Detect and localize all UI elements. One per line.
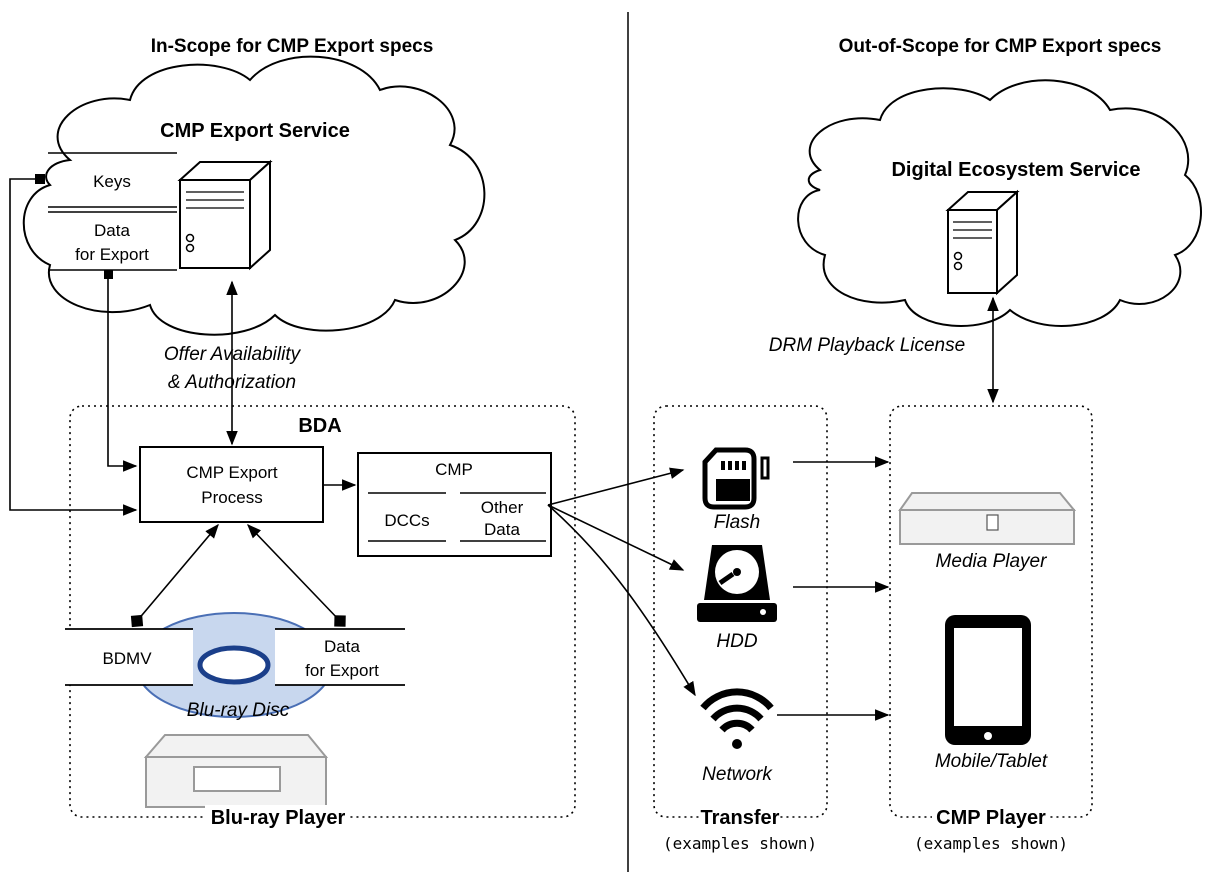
media-player-label: Media Player bbox=[936, 551, 1048, 572]
blu-ray-player-icon bbox=[143, 734, 329, 808]
blu-ray-player-label: Blu-ray Player bbox=[211, 807, 346, 829]
service-data-label-line1: Data bbox=[94, 221, 130, 240]
in-scope-header: In-Scope for CMP Export specs bbox=[151, 36, 434, 57]
disc-data-box bbox=[275, 628, 405, 686]
service-data-label-line2: for Export bbox=[75, 245, 149, 264]
other-data-line1: Other bbox=[481, 498, 524, 517]
disc-data-line2: for Export bbox=[305, 661, 379, 680]
keys-label: Keys bbox=[93, 172, 131, 191]
out-scope-header: Out-of-Scope for CMP Export specs bbox=[839, 36, 1162, 57]
dccs-label: DCCs bbox=[384, 511, 429, 530]
bda-group-box bbox=[69, 405, 576, 818]
digital-ecosystem-service-title: Digital Ecosystem Service bbox=[891, 159, 1140, 181]
transfer-group-box bbox=[653, 405, 828, 818]
network-wifi-icon bbox=[700, 688, 774, 749]
network-label: Network bbox=[702, 764, 773, 785]
disc-data-line1: Data bbox=[324, 637, 360, 656]
mobile-tablet-label: Mobile/Tablet bbox=[935, 751, 1048, 772]
bdmv-box bbox=[65, 628, 193, 686]
export-service-data-table bbox=[48, 152, 177, 271]
bdmv-label: BDMV bbox=[102, 649, 152, 668]
cmp-export-service-title: CMP Export Service bbox=[160, 120, 350, 142]
flash-icon bbox=[702, 447, 770, 510]
cmp-export-process-line1: CMP Export bbox=[186, 463, 278, 482]
mobile-tablet-icon bbox=[945, 615, 1031, 745]
ecosystem-server-icon bbox=[945, 189, 1020, 296]
server-icon bbox=[177, 159, 273, 271]
transfer-title: Transfer bbox=[701, 807, 780, 829]
connectors bbox=[9, 174, 999, 721]
blu-ray-disc-label: Blu-ray Disc bbox=[187, 700, 290, 721]
cmp-label: CMP bbox=[435, 460, 473, 479]
flash-label: Flash bbox=[714, 512, 760, 533]
hdd-icon bbox=[697, 545, 777, 622]
cmp-player-note: (examples shown) bbox=[914, 834, 1068, 853]
transfer-note: (examples shown) bbox=[663, 834, 817, 853]
bda-title: BDA bbox=[298, 415, 341, 437]
media-player-icon bbox=[898, 492, 1077, 545]
drm-license-label: DRM Playback License bbox=[769, 335, 965, 356]
cmp-export-process-line2: Process bbox=[201, 488, 262, 507]
other-data-line2: Data bbox=[484, 520, 520, 539]
hdd-label: HDD bbox=[716, 631, 757, 652]
cmp-player-title: CMP Player bbox=[936, 807, 1046, 829]
cmp-export-process-box bbox=[139, 446, 324, 523]
